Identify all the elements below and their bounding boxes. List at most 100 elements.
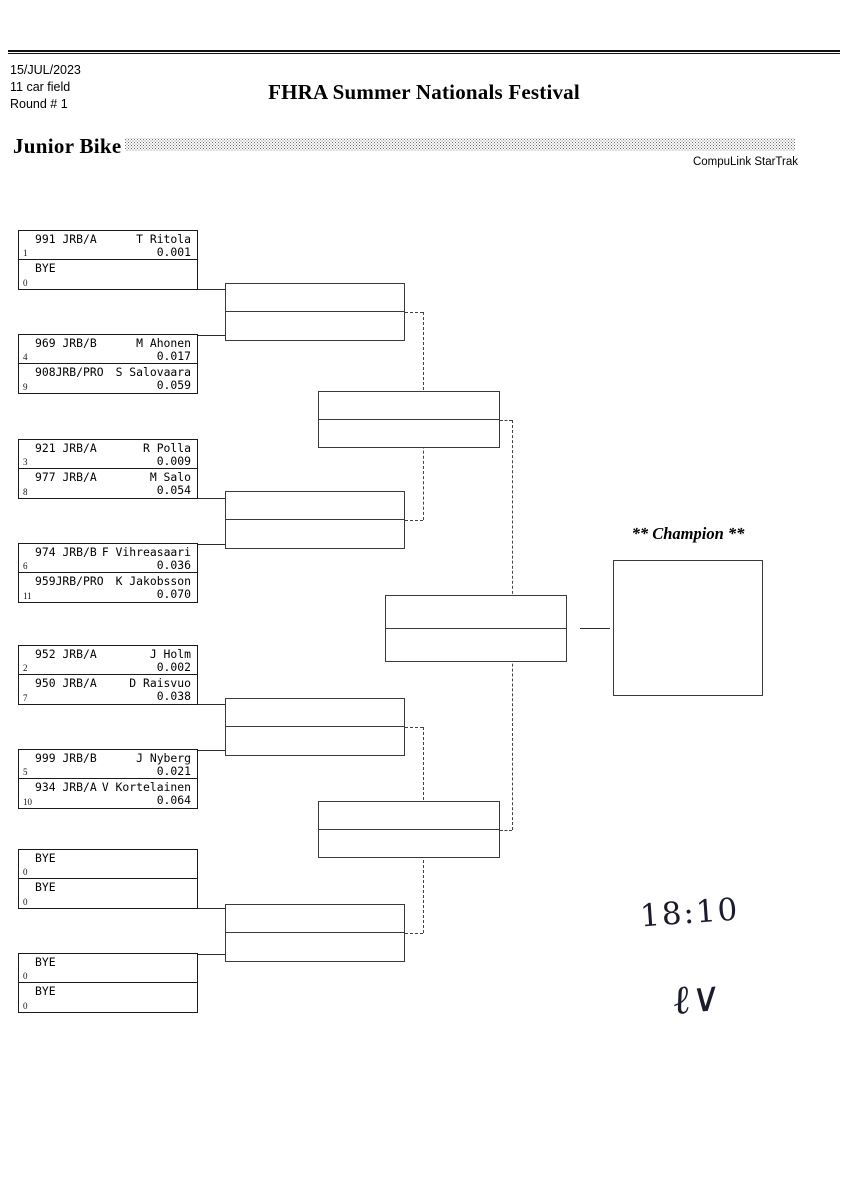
round2-box[interactable] — [225, 491, 405, 549]
vendor-credit: CompuLink StarTrak — [692, 156, 798, 168]
round2-box[interactable] — [225, 904, 405, 962]
handwritten-signature: ℓ∨ — [671, 973, 722, 1025]
round3-slot[interactable] — [319, 420, 499, 448]
round3-connector-h — [500, 829, 512, 831]
entry-bye: BYE — [35, 851, 56, 865]
round2-box[interactable] — [225, 698, 405, 756]
entry-seed-number: 6 — [23, 561, 28, 571]
round2-slot[interactable] — [226, 492, 404, 520]
entry-driver-name: M Salo — [149, 470, 191, 484]
round3-slot[interactable] — [319, 830, 499, 858]
entry-bye: BYE — [35, 880, 56, 894]
entry-reaction-time: 0.021 — [156, 764, 191, 778]
round3-connector-v — [512, 419, 513, 629]
entry-seed-number: 4 — [23, 352, 28, 362]
handwritten-time: 18:10 — [638, 891, 741, 935]
round1-connector-h — [198, 335, 248, 336]
round3-box[interactable] — [318, 391, 500, 448]
entry-seed-number: 10 — [23, 797, 32, 807]
round2-slot[interactable] — [226, 727, 404, 755]
round2-box[interactable] — [225, 283, 405, 341]
entry-car-number: 934 JRB/A — [35, 780, 97, 794]
entry-car-number: 952 JRB/A — [35, 647, 97, 661]
entry-driver-name: R Polla — [142, 441, 191, 455]
round1-connector-h — [198, 750, 248, 751]
round2-slot[interactable] — [226, 520, 404, 548]
entry-reaction-time: 0.059 — [156, 378, 191, 392]
entry-driver-name: F Vihreasaari — [101, 545, 191, 559]
round2-connector-h — [405, 520, 423, 521]
round3-slot[interactable] — [319, 392, 499, 420]
entry-seed-number: 7 — [23, 693, 28, 703]
round1-entry[interactable]: BYE 0 — [19, 983, 197, 1012]
final-slot[interactable] — [386, 629, 566, 662]
entry-seed-number: 11 — [23, 591, 32, 601]
champion-box[interactable] — [613, 560, 763, 696]
round1-connector-h — [198, 954, 248, 955]
final-slot[interactable] — [386, 596, 566, 629]
entry-reaction-time: 0.017 — [156, 349, 191, 363]
round2-connector-h — [405, 727, 423, 728]
round2-slot[interactable] — [226, 312, 404, 340]
entry-line: 921 JRB/A R Polla — [19, 441, 193, 456]
round3-slot[interactable] — [319, 802, 499, 830]
entry-reaction-time: 0.070 — [156, 587, 191, 601]
entry-car-number: 999 JRB/B — [35, 751, 97, 765]
header-rule — [8, 50, 840, 54]
final-box[interactable] — [385, 595, 567, 662]
round2-slot[interactable] — [226, 284, 404, 312]
entry-car-number: 959JRB/PRO — [35, 574, 104, 588]
entry-seed-number: 0 — [23, 971, 28, 981]
entry-car-number: 908JRB/PRO — [35, 365, 104, 379]
round2-connector-v — [423, 829, 424, 933]
entry-car-number: 921 JRB/A — [35, 441, 97, 455]
round1-connector-h — [198, 704, 248, 705]
car-field-count: 11 car field — [10, 80, 71, 94]
entry-line: BYE — [19, 261, 193, 276]
round2-connector-v — [423, 419, 424, 520]
entry-bye: BYE — [35, 984, 56, 998]
entry-seed-number: 1 — [23, 248, 28, 258]
round2-connector-h — [405, 933, 423, 934]
entry-seed-number: 2 — [23, 663, 28, 673]
class-hatch-bar — [115, 138, 795, 151]
round2-slot[interactable] — [226, 933, 404, 961]
round2-slot[interactable] — [226, 699, 404, 727]
round2-slot[interactable] — [226, 905, 404, 933]
round3-box[interactable] — [318, 801, 500, 858]
round1-connector-h — [198, 908, 248, 909]
entry-line: BYE — [19, 880, 193, 895]
round-number: Round # 1 — [10, 97, 68, 111]
entry-seed-number: 0 — [23, 1001, 28, 1011]
